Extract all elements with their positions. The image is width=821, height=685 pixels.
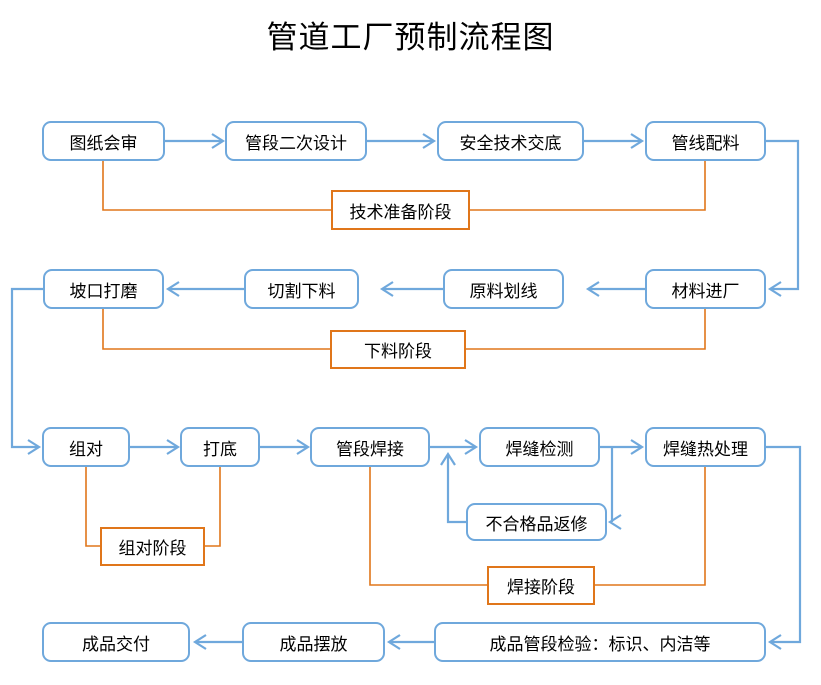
stage-bracket-welding-left (369, 467, 487, 586)
edge-heattreatment-to-finalinspection (766, 445, 802, 644)
node-bevel-grinding[interactable]: 坡口打磨 (43, 269, 164, 309)
node-cutting[interactable]: 切割下料 (244, 269, 359, 309)
node-drawing-review[interactable]: 图纸会审 (42, 121, 165, 161)
arrowhead-finalinspection-to-placement (386, 634, 401, 650)
stage-label-welding-stage[interactable]: 焊接阶段 (487, 566, 595, 605)
stage-bracket-blanking-right (466, 309, 706, 350)
page-title: 管道工厂预制流程图 (266, 20, 555, 55)
node-rework[interactable]: 不合格品返修 (466, 503, 607, 541)
arrowhead-into-rework (607, 514, 622, 530)
arrowhead-material-to-marking (585, 281, 600, 297)
edge-rework-to-pipewelding (446, 455, 466, 524)
arrowhead-design-to-safety (422, 133, 437, 149)
arrowhead-rework-to-pipewelding (440, 451, 456, 466)
arrowhead-root-to-pipewelding (296, 439, 311, 455)
node-material-arrival[interactable]: 材料进厂 (645, 269, 766, 309)
stage-label-technical-preparation[interactable]: 技术准备阶段 (331, 190, 470, 230)
arrowhead-safety-to-batching (630, 133, 645, 149)
arrowhead-placement-to-delivery (192, 634, 207, 650)
stage-bracket-blanking-left (102, 309, 330, 350)
node-weld-heat-treatment[interactable]: 焊缝热处理 (645, 427, 766, 467)
node-root-welding[interactable]: 打底 (180, 427, 260, 467)
node-assembly[interactable]: 组对 (42, 427, 130, 467)
stage-label-blanking[interactable]: 下料阶段 (330, 330, 466, 369)
stage-bracket-technical-left (102, 161, 331, 211)
arrowhead-marking-to-cutting (379, 281, 394, 297)
edge-grinding-to-assembly (10, 287, 43, 449)
node-pipeline-batching[interactable]: 管线配料 (645, 121, 766, 161)
arrowhead-heattreatment-to-finalinspection (767, 634, 782, 650)
edge-batching-to-material (766, 139, 800, 291)
arrowhead-grinding-to-assembly (27, 439, 42, 455)
node-finished-inspection[interactable]: 成品管段检验：标识、内洁等 (434, 622, 766, 662)
stage-label-assembly-stage[interactable]: 组对阶段 (100, 527, 205, 566)
arrowhead-inspection-to-heattreatment (630, 439, 645, 455)
node-finished-delivery[interactable]: 成品交付 (42, 622, 190, 662)
node-finished-placement[interactable]: 成品摆放 (242, 622, 385, 662)
stage-bracket-welding-right (595, 467, 706, 586)
arrowhead-assembly-to-root (166, 439, 181, 455)
stage-bracket-technical-right (470, 161, 706, 211)
node-safety-briefing[interactable]: 安全技术交底 (437, 121, 584, 161)
arrowhead-cutting-to-grinding (165, 281, 180, 297)
node-pipe-welding[interactable]: 管段焊接 (310, 427, 430, 467)
stage-bracket-assembly-left (85, 467, 100, 547)
arrowhead-batching-to-material (767, 281, 782, 297)
arrowhead-pipewelding-to-inspection (464, 439, 479, 455)
node-raw-marking[interactable]: 原料划线 (443, 269, 564, 309)
stage-bracket-assembly-right (205, 467, 221, 547)
node-secondary-design[interactable]: 管段二次设计 (225, 121, 367, 161)
node-weld-inspection[interactable]: 焊缝检测 (479, 427, 600, 467)
arrowhead-drawing-to-design (211, 133, 226, 149)
